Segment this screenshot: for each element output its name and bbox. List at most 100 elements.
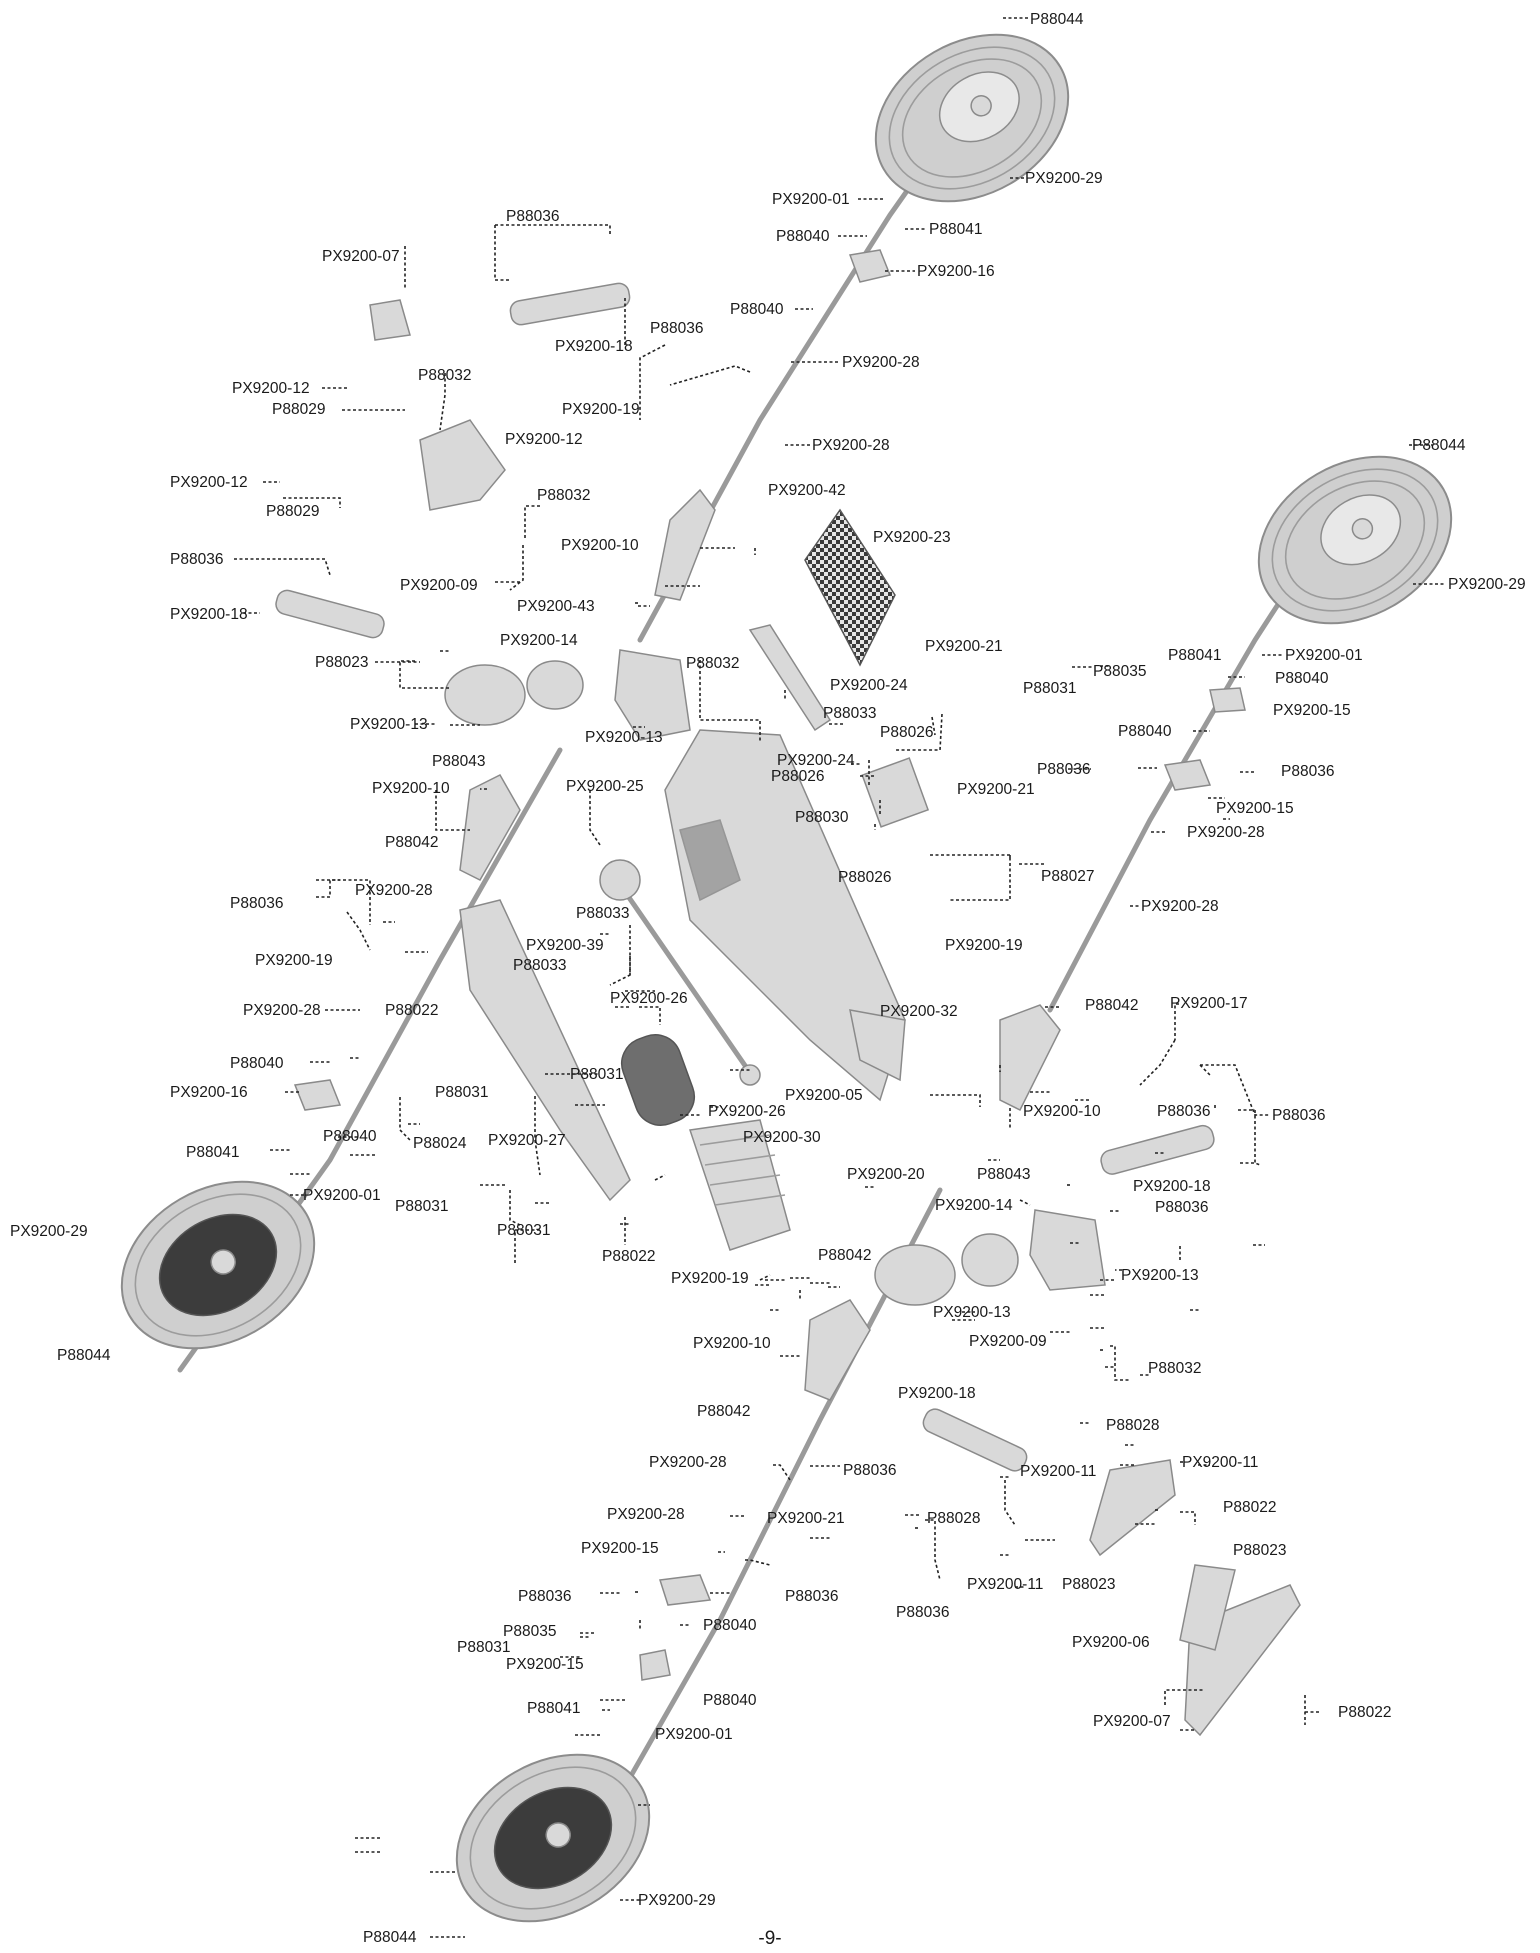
wheel-front-right [1257,455,1453,625]
part-label: PX9200-15 [1273,702,1351,719]
part-label: P88036 [1281,763,1334,780]
part-label: P88040 [1275,670,1329,687]
part-label: PX9200-21 [957,781,1035,798]
part-label: PX9200-18 [898,1385,976,1402]
part-label: PX9200-29 [1448,576,1526,593]
part-label: PX9200-15 [1216,800,1294,817]
part-label: P88036 [650,320,703,337]
part-label: P88040 [1118,723,1172,740]
part-label: P88028 [1106,1417,1159,1434]
part-label: P88029 [272,401,325,418]
part-label: PX9200-11 [967,1576,1043,1593]
part-label: P88035 [1093,663,1146,680]
shocks [275,282,1215,1472]
part-label: PX9200-24 [830,677,908,694]
part-label: PX9200-01 [772,191,850,208]
hub-carriers [293,249,1246,1681]
part-label: PX9200-09 [969,1333,1047,1350]
part-label: PX9200-28 [812,437,890,454]
part-label: P88036 [843,1462,896,1479]
part-label: P88042 [1085,997,1138,1014]
part-label: PX9200-10 [561,537,639,554]
part-label: PX9200-27 [488,1132,566,1149]
part-label: PX9200-07 [322,248,400,265]
part-label: P88035 [503,1623,556,1640]
part-label: PX9200-11 [1020,1463,1096,1480]
part-label: PX9200-13 [350,716,428,733]
part-label: PX9200-01 [1285,647,1363,664]
part-label: P88042 [697,1403,750,1420]
part-label: P88026 [880,724,933,741]
part-label: P88041 [527,1700,580,1717]
motor [620,1034,696,1126]
part-label: PX9200-17 [1170,995,1248,1012]
part-label: P88041 [186,1144,239,1161]
part-label: PX9200-18 [170,606,248,623]
esc-box [689,1119,791,1251]
part-labels: P88044 PX9200-29 PX9200-01 P88040 P88041… [10,11,1526,1946]
part-label: P88031 [1023,680,1076,697]
part-label: P88033 [576,905,629,922]
part-label: P88027 [1041,868,1094,885]
part-label: PX9200-42 [768,482,846,499]
part-label: P88032 [686,655,739,672]
part-label: PX9200-13 [585,729,663,746]
part-label: PX9200-29 [10,1223,88,1240]
part-label: PX9200-29 [638,1892,716,1909]
part-label: P88022 [385,1002,438,1019]
part-label: P88041 [1168,647,1221,664]
part-label: P88042 [818,1247,871,1264]
part-label: P88022 [602,1248,655,1265]
part-label: P88040 [703,1692,757,1709]
part-label: PX9200-28 [355,882,433,899]
servo [861,757,930,828]
part-label: PX9200-39 [526,937,604,954]
part-label: PX9200-16 [917,263,995,280]
wheel-rear-right [455,1753,651,1923]
part-label: P88036 [896,1604,949,1621]
part-label: P88026 [838,869,891,886]
part-label: P88044 [363,1929,417,1946]
part-label: PX9200-07 [1093,1713,1171,1730]
part-label: P88036 [518,1588,571,1605]
part-label: P88040 [323,1128,377,1145]
part-label: P88042 [385,834,438,851]
part-label: PX9200-01 [303,1187,381,1204]
part-label: P88036 [1272,1107,1325,1124]
part-label: P88026 [771,768,824,785]
diff-housing-front [444,649,691,741]
part-label: P88040 [230,1055,284,1072]
part-label: P88024 [413,1135,467,1152]
part-label: PX9200-12 [170,474,248,491]
part-label: PX9200-12 [232,380,310,397]
part-label: P88044 [1030,11,1084,28]
part-label: P88041 [929,221,982,238]
bumper-rear [1089,1459,1301,1737]
part-label: PX9200-26 [708,1103,786,1120]
part-label: PX9200-06 [1072,1634,1150,1651]
part-label: PX9200-01 [655,1726,733,1743]
rear-arm-frame [459,899,631,1202]
part-label: PX9200-19 [255,952,333,969]
wheel-front-left [874,33,1070,203]
part-label: P88022 [1223,1499,1276,1516]
part-label: PX9200-19 [945,937,1023,954]
part-label: P88043 [977,1166,1030,1183]
wheel-rear-left [120,1180,316,1350]
part-label: PX9200-28 [842,354,920,371]
part-label: PX9200-10 [1023,1103,1101,1120]
part-label: PX9200-14 [935,1197,1013,1214]
part-label: PX9200-21 [925,638,1003,655]
part-label: PX9200-15 [581,1540,659,1557]
part-label: P88036 [785,1588,838,1605]
suspension-arms [459,488,1061,1401]
chassis-brace [748,624,832,732]
part-label: PX9200-19 [562,401,640,418]
part-label: PX9200-24 [777,752,855,769]
part-label: PX9200-28 [1187,824,1265,841]
part-label: P88032 [1148,1360,1201,1377]
part-label: P88031 [395,1198,448,1215]
part-label: PX9200-20 [847,1166,925,1183]
part-label: P88030 [795,809,849,826]
